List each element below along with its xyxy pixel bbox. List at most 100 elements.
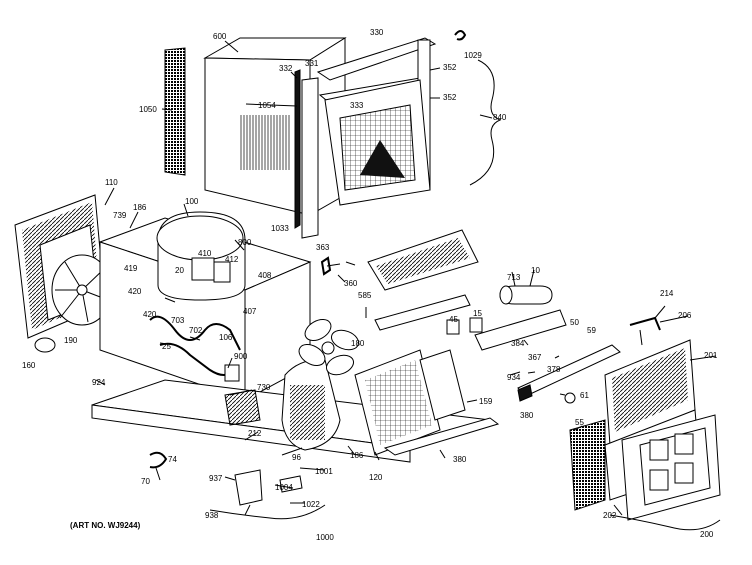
label-937: 937 (209, 474, 223, 483)
label-420-top: 420 (128, 287, 142, 296)
side-strip-332-1054 (294, 69, 319, 239)
label-352-bottom: 352 (443, 93, 457, 102)
knob-15 (469, 317, 483, 333)
cap-bracket-363 (320, 256, 332, 276)
label-800: 800 (238, 238, 252, 247)
label-360: 360 (344, 279, 358, 288)
label-739: 739 (113, 211, 127, 220)
label-713: 713 (507, 273, 521, 282)
label-600: 600 (213, 32, 227, 41)
label-410: 410 (198, 249, 212, 258)
label-730: 730 (257, 383, 271, 392)
label-120: 120 (369, 473, 383, 482)
control-strip-378 (517, 344, 621, 402)
knob-61 (564, 392, 576, 404)
label-585-heater: 585 (358, 291, 372, 300)
label-202: 202 (603, 511, 617, 520)
label-180: 180 (351, 339, 365, 348)
overload-410 (213, 261, 231, 283)
evaporator-fan-180 (298, 319, 360, 376)
label-50: 50 (570, 318, 579, 327)
bracket-840 (469, 59, 502, 186)
label-333: 333 (350, 101, 364, 110)
outer-case-600 (203, 37, 347, 216)
label-900: 900 (234, 352, 248, 361)
bracket-1000 (209, 504, 326, 520)
label-420-mid: 420 (143, 310, 157, 319)
label-200: 200 (700, 530, 714, 539)
label-20: 20 (175, 266, 184, 275)
part-labels: 1029 330 600 332 331 352 1050 1054 333 3… (22, 28, 718, 542)
label-408: 408 (258, 271, 272, 280)
label-702: 702 (189, 326, 203, 335)
label-1050: 1050 (139, 105, 157, 114)
label-332: 332 (279, 64, 293, 73)
label-330: 330 (370, 28, 384, 37)
art-number-caption: (ART NO. WJ9244) (70, 521, 141, 530)
knob-45 (446, 319, 460, 335)
capacitor-713 (499, 285, 553, 305)
label-407: 407 (243, 307, 257, 316)
label-160: 160 (22, 361, 36, 370)
label-1029: 1029 (464, 51, 482, 60)
filter-1050 (164, 47, 186, 176)
label-380-bottom: 380 (453, 455, 467, 464)
label-61: 61 (580, 391, 589, 400)
clip-1029 (454, 30, 467, 41)
label-703: 703 (171, 316, 185, 325)
label-206: 206 (678, 311, 692, 320)
label-59: 59 (587, 326, 596, 335)
label-106: 106 (219, 333, 233, 342)
drain-parts-937-1004 (234, 469, 303, 506)
switch-panel-585 (474, 309, 567, 351)
label-100: 100 (185, 197, 199, 206)
label-1004: 1004 (275, 483, 293, 492)
label-1054: 1054 (258, 101, 276, 110)
label-159: 159 (479, 397, 493, 406)
label-378: 378 (547, 365, 561, 374)
leader-lines (95, 40, 717, 516)
label-186-bottom: 186 (350, 451, 364, 460)
label-10: 10 (531, 266, 540, 275)
label-367: 367 (528, 353, 542, 362)
label-840: 840 (493, 113, 507, 122)
label-1000: 1000 (316, 533, 334, 542)
label-74: 74 (168, 455, 177, 464)
label-938: 938 (205, 511, 219, 520)
label-212: 212 (248, 429, 262, 438)
cord-74-70 (149, 451, 168, 481)
motor-mount-160 (34, 337, 56, 353)
label-186-top: 186 (133, 203, 147, 212)
label-25: 25 (162, 342, 171, 351)
scroll-wheel-900 (224, 364, 240, 382)
filter-55 (569, 419, 606, 511)
bracket-214-206 (629, 316, 661, 346)
label-363: 363 (316, 243, 330, 252)
front-grille-200 (621, 414, 721, 521)
label-201: 201 (704, 351, 718, 360)
condenser-coil-352 (324, 79, 431, 206)
control-panel-159 (419, 349, 466, 421)
label-190: 190 (64, 336, 78, 345)
base-channel-380 (383, 417, 500, 456)
label-934: 934 (507, 373, 521, 382)
label-214: 214 (660, 289, 674, 298)
label-352-top: 352 (443, 63, 457, 72)
label-110: 110 (105, 178, 118, 187)
label-1033: 1033 (271, 224, 289, 233)
bracket-200 (609, 514, 721, 531)
label-70: 70 (141, 477, 150, 486)
fan-shroud-180 (281, 359, 341, 451)
label-45: 45 (449, 315, 458, 324)
label-412: 412 (225, 255, 239, 264)
evaporator-120 (354, 349, 441, 456)
label-96: 96 (292, 453, 301, 462)
heater-assembly-360 (367, 229, 479, 331)
label-331: 331 (305, 59, 319, 68)
label-384: 384 (511, 339, 525, 348)
label-419: 419 (124, 264, 138, 273)
label-924: 924 (92, 378, 106, 387)
label-380-right: 380 (520, 411, 534, 420)
label-55: 55 (575, 418, 584, 427)
